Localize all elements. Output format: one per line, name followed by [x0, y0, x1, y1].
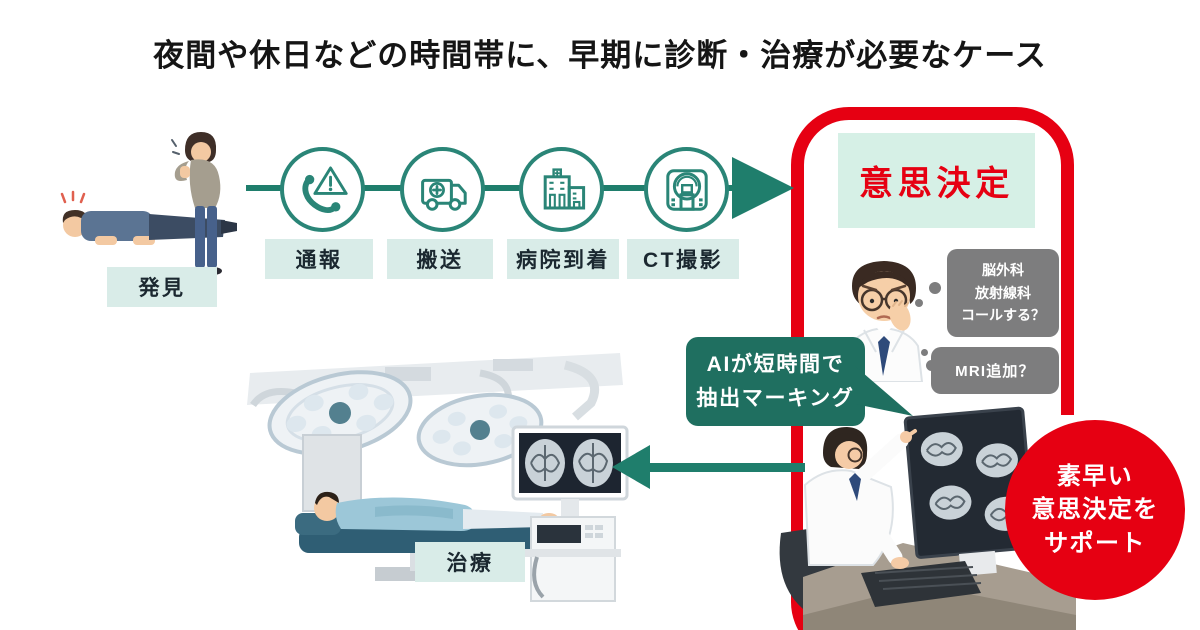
ambulance-icon: [420, 178, 467, 211]
step-label-report: 通報: [265, 239, 373, 279]
ai-callout-line2: 抽出マーキング: [696, 386, 855, 410]
flow-step-circle-hospital: [519, 147, 604, 232]
shock-marks-man: [60, 190, 86, 204]
step-label-hospital-text: 病院到着: [515, 249, 611, 272]
thought-dot: [915, 299, 923, 307]
workstation-illustration: [779, 406, 1076, 630]
step-label-transport: 搬送: [387, 239, 493, 279]
flow-connector-line: [246, 185, 758, 191]
flow-step-circle-ct: [644, 147, 729, 232]
decision-title-box: 意思決定: [838, 133, 1035, 228]
page-title: 夜間や休日などの時間帯に、早期に診断・治療が必要なケース: [153, 38, 1047, 73]
caller-woman-figure: [171, 132, 222, 275]
ct-scanner-icon: [665, 168, 708, 211]
support-badge-line1: 素早い: [1056, 462, 1134, 490]
decision-title-text: 意思決定: [858, 165, 1015, 203]
thought-dot: [929, 282, 941, 294]
or-monitor-cart: [511, 425, 629, 602]
step-label-hospital: 病院到着: [507, 239, 619, 279]
discovery-label: 発見: [107, 267, 217, 307]
step-label-ct: CT撮影: [627, 239, 739, 279]
radiology-workstation-scene: [779, 406, 1076, 630]
ai-callout-bubble: AIが短時間で 抽出マーキング: [686, 337, 865, 426]
discovery-label-text: 発見: [138, 277, 186, 300]
consult-line1: 脳外科: [982, 262, 1024, 279]
thought-bubble-mri: MRI追加？: [931, 347, 1059, 394]
hospital-icon: [543, 167, 585, 209]
worried-doctor-illustration: [844, 261, 924, 382]
treatment-label: 治療: [415, 542, 525, 582]
surgical-lamp-1: [267, 370, 413, 456]
flow-step-circle-report: [280, 147, 365, 232]
thought-dot: [921, 349, 928, 356]
ai-callout-line1: AIが短時間で: [706, 352, 845, 376]
discovery-scene-illustration: [60, 132, 237, 275]
doctor-at-desk: [803, 427, 917, 569]
mri-line1: MRI追加？: [955, 363, 1035, 380]
flow-step-circle-transport: [400, 147, 485, 232]
support-badge-line3: サポート: [1044, 529, 1146, 557]
flow-arrow-left-icon: [612, 445, 805, 489]
thought-bubble-consult: 脳外科 放射線科 コールする？: [947, 249, 1059, 337]
collapsed-man-figure: [60, 190, 237, 245]
shock-marks-woman: [171, 139, 180, 155]
support-badge: 素早い 意思決定を サポート: [1005, 420, 1185, 600]
step-label-ct-text: CT撮影: [642, 249, 724, 272]
flow-arrow-right-icon: [732, 157, 794, 219]
phone-alert-icon: [302, 166, 348, 213]
consult-line2: 放射線科: [975, 284, 1031, 301]
step-label-transport-text: 搬送: [416, 249, 464, 272]
treatment-label-text: 治療: [446, 552, 494, 575]
surgical-lamp-2: [416, 392, 544, 468]
step-label-report-text: 通報: [295, 249, 343, 272]
consult-line3: コールする？: [961, 307, 1045, 324]
support-badge-line2: 意思決定を: [1031, 496, 1159, 524]
ai-callout-tail: [855, 366, 913, 416]
